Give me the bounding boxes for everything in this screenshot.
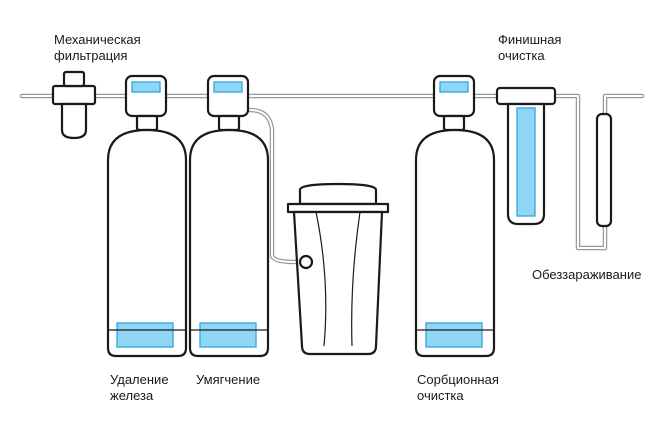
tank-iron-valve-water [131, 81, 161, 93]
label-iron: Удаление железа [110, 372, 169, 404]
finish-filter [495, 86, 557, 226]
label-mechanical: Механическая фильтрация [54, 32, 141, 64]
label-sorption-line1: Сорбционная [417, 372, 499, 387]
label-disinfection-line1: Обеззараживание [532, 267, 642, 282]
tank-softening-water [199, 322, 257, 348]
label-disinfection: Обеззараживание [532, 267, 641, 283]
label-iron-line1: Удаление [110, 372, 169, 387]
tank-softening [188, 74, 270, 358]
tank-softening-valve-water [213, 81, 243, 93]
label-finish-line1: Финишная [498, 32, 562, 47]
label-finish: Финишная очистка [498, 32, 561, 64]
main-pipe [19, 93, 645, 265]
label-mechanical-line1: Механическая [54, 32, 141, 47]
label-softening-line1: Умягчение [196, 372, 261, 387]
tank-sorption [414, 74, 496, 358]
finish-filter-water [516, 107, 536, 217]
label-finish-line2: очистка [498, 48, 545, 63]
brine-tank [286, 182, 390, 356]
tank-iron-water [116, 322, 174, 348]
label-sorption-line2: очистка [417, 388, 464, 403]
tank-iron-removal [106, 74, 188, 358]
uv-disinfection [595, 112, 613, 228]
label-softening: Умягчение [196, 372, 260, 388]
label-sorption: Сорбционная очистка [417, 372, 499, 404]
tank-sorption-water [425, 322, 483, 348]
label-iron-line2: железа [110, 388, 154, 403]
tank-sorption-valve-water [439, 81, 469, 93]
mechanical-filter [51, 70, 97, 140]
label-mechanical-line2: фильтрация [54, 48, 128, 63]
